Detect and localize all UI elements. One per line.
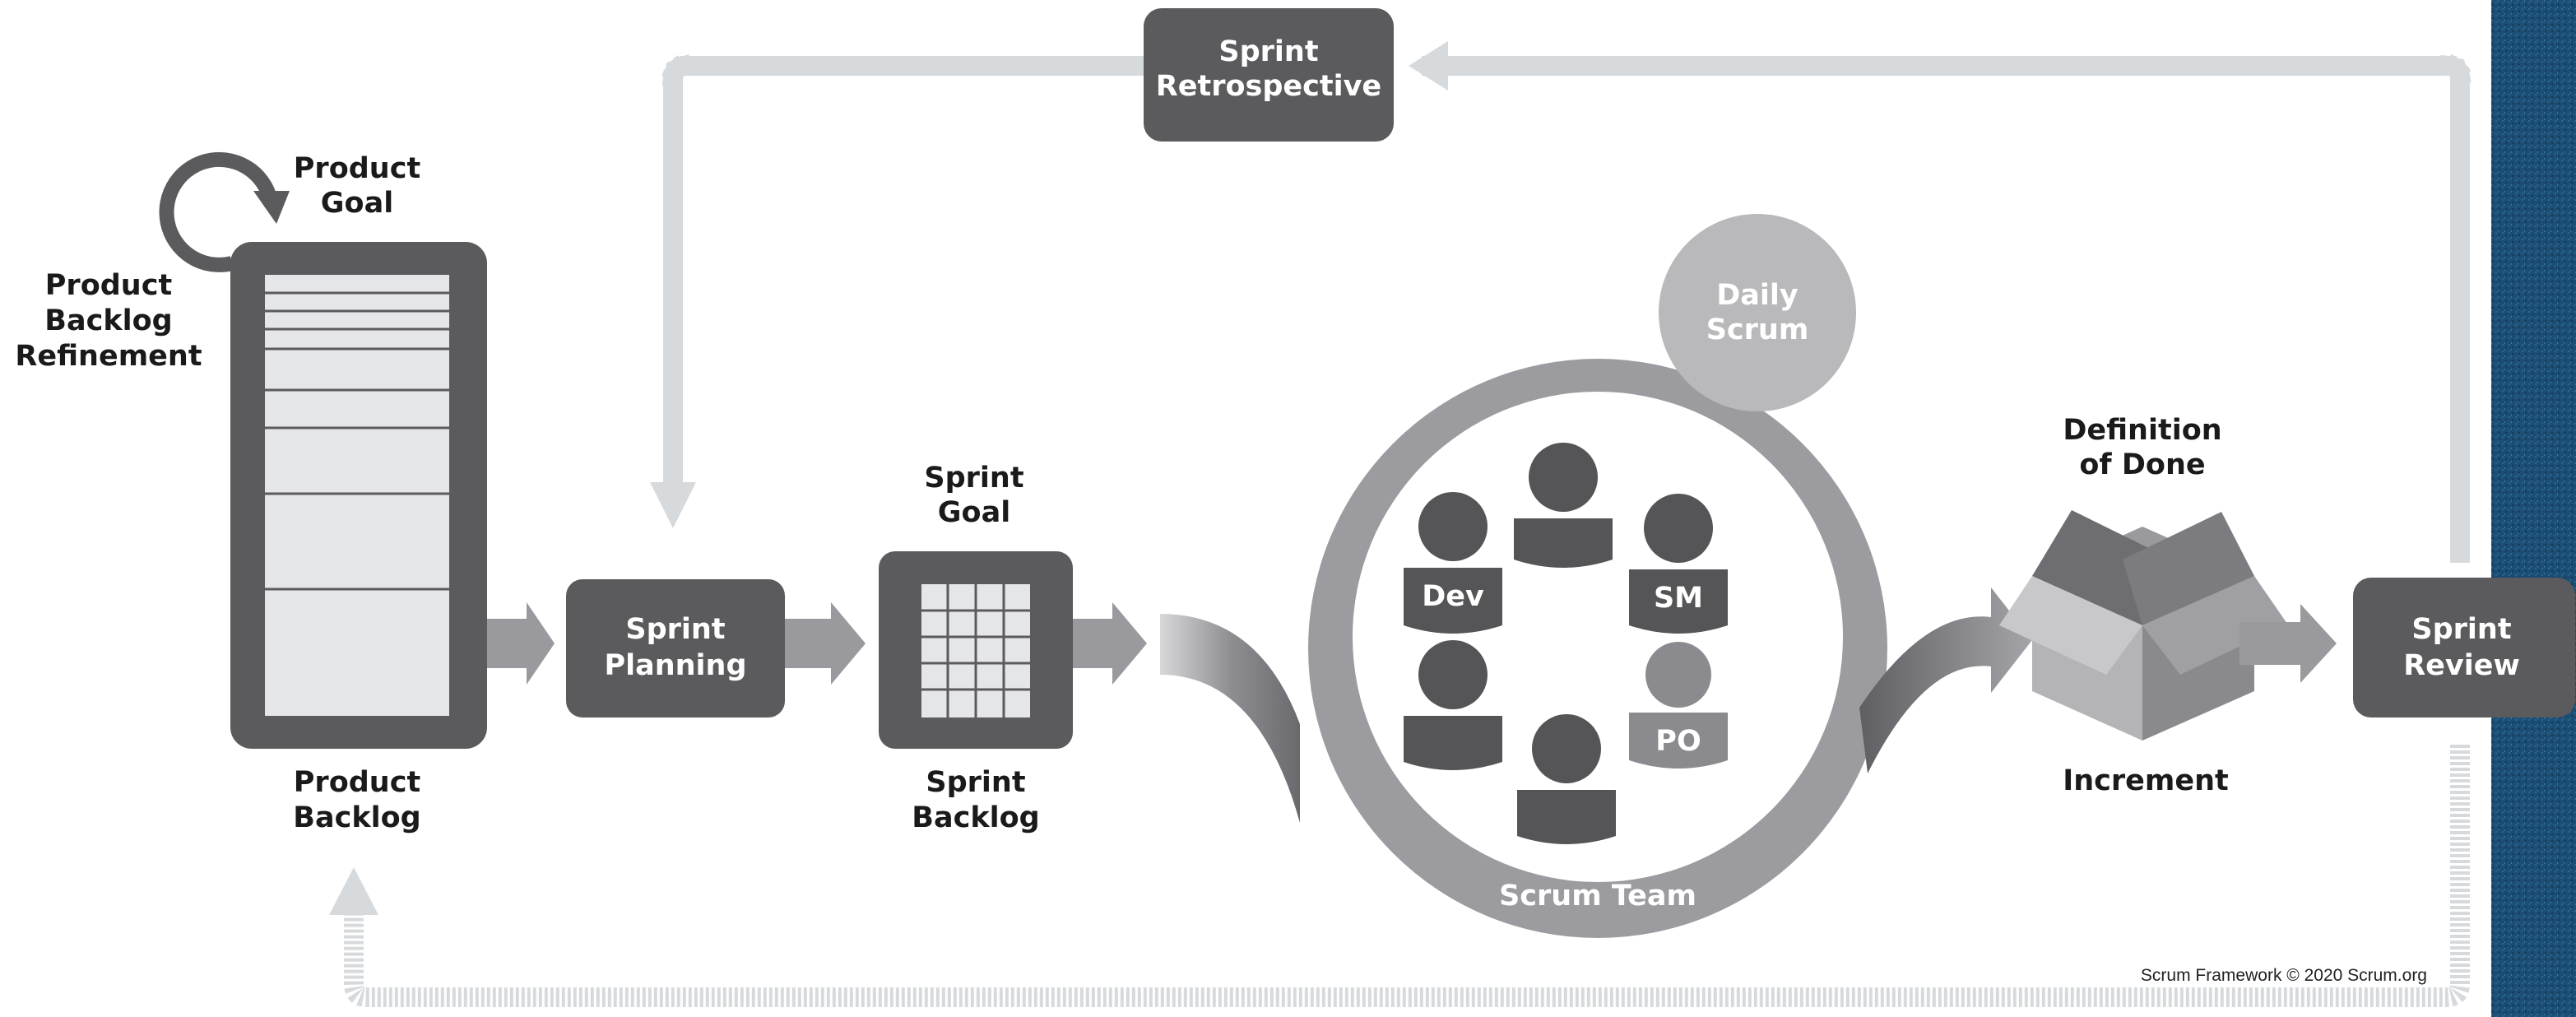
product-backlog-label-1: Product — [294, 766, 420, 799]
scrum-team-label: Scrum Team — [1499, 880, 1696, 913]
dev-label: Dev — [1422, 580, 1484, 613]
sprint-planning-box — [566, 579, 785, 717]
refinement-label-3: Refinement — [15, 340, 202, 373]
arrow-icon — [487, 602, 555, 685]
definition-of-done-label-2: of Done — [2079, 448, 2205, 481]
blue-side-panel — [2491, 0, 2576, 1017]
retrospective-loop-arrow — [663, 56, 2470, 563]
product-backlog-label-2: Backlog — [293, 801, 420, 834]
product-backlog-rows — [265, 291, 449, 591]
flow-out-of-team — [1859, 587, 2032, 773]
daily-scrum-circle — [1659, 214, 1856, 411]
backlog-loop-arrow — [344, 745, 2470, 1007]
refresh-icon — [159, 151, 290, 272]
sprint-retrospective-label-1: Sprint — [1218, 35, 1318, 68]
sprint-backlog-label-1: Sprint — [926, 766, 1025, 799]
sprint-planning-label-1: Sprint — [625, 613, 725, 646]
refinement-label-1: Product — [45, 269, 172, 302]
box-icon — [1999, 510, 2287, 741]
person-icon — [1404, 492, 1502, 634]
backlog-loop-arrowhead — [329, 867, 378, 915]
sprint-retrospective-label-2: Retrospective — [1156, 70, 1381, 103]
product-backlog-list — [265, 275, 449, 716]
daily-scrum-label-2: Scrum — [1706, 313, 1809, 346]
copyright-text: Scrum Framework © 2020 Scrum.org — [2141, 966, 2427, 985]
sprint-backlog-grid — [921, 584, 1030, 717]
definition-of-done-label-1: Definition — [2063, 414, 2221, 447]
sprint-goal-label-2: Goal — [938, 496, 1010, 529]
person-icon — [1404, 640, 1502, 770]
sprint-backlog-label-2: Backlog — [912, 801, 1039, 834]
sprint-review-box — [2353, 578, 2575, 717]
sprint-goal-label-1: Sprint — [924, 462, 1023, 495]
person-icon — [1514, 443, 1613, 568]
arrow-icon — [785, 602, 866, 685]
sprint-retrospective-box — [1144, 8, 1394, 142]
arrow-icon — [1073, 602, 1147, 685]
sprint-review-label-1: Sprint — [2411, 613, 2511, 646]
retro-arrowhead — [1409, 41, 1448, 91]
sprint-planning-label-2: Planning — [604, 649, 746, 682]
sm-label: SM — [1654, 582, 1703, 615]
planning-arrowhead — [650, 482, 696, 528]
increment-label: Increment — [2063, 764, 2229, 797]
refinement-label-2: Backlog — [44, 304, 172, 337]
sprint-review-label-2: Review — [2403, 649, 2520, 682]
person-icon — [1517, 714, 1616, 844]
person-icon — [1629, 494, 1728, 634]
arrow-icon — [2239, 604, 2337, 683]
flow-into-team — [1160, 614, 1300, 823]
daily-scrum-label-1: Daily — [1716, 279, 1799, 312]
product-goal-label-1: Product — [294, 152, 420, 185]
po-label: PO — [1655, 725, 1701, 758]
person-icon — [1629, 642, 1728, 769]
product-goal-label-2: Goal — [321, 187, 393, 220]
